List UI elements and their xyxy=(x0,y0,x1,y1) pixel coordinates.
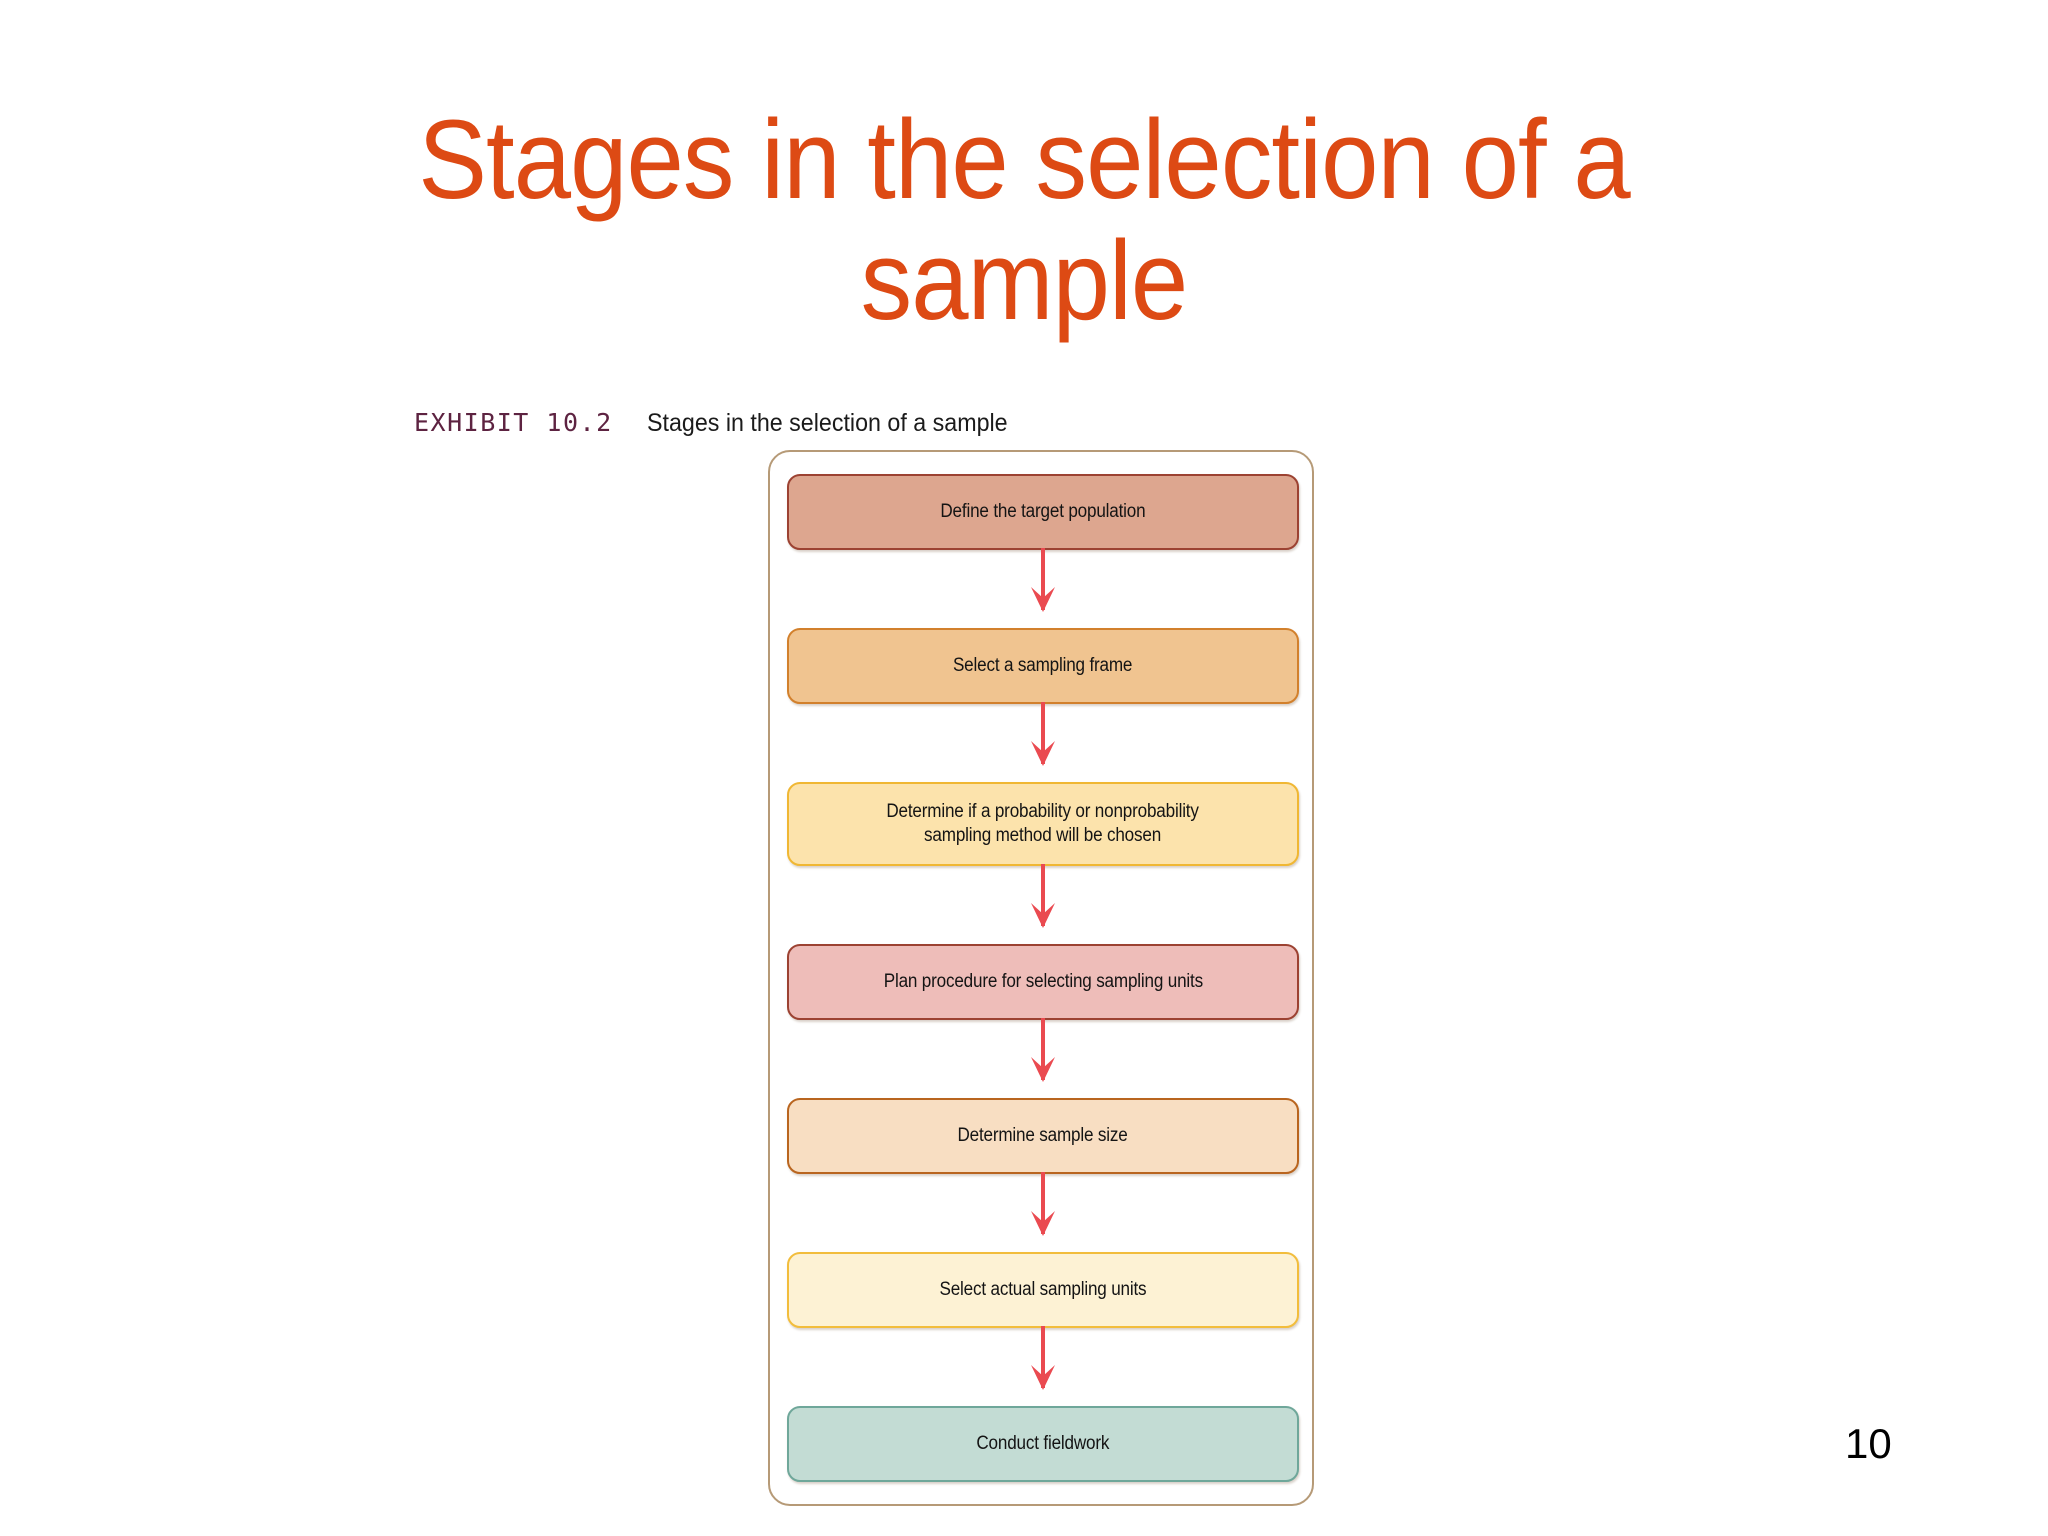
page-title: Stages in the selection of a sample xyxy=(418,97,1630,343)
flow-arrow-down-icon xyxy=(787,548,1299,628)
flowchart-box-label: Determine sample size xyxy=(957,1124,1129,1146)
flowchart-step-3: Determine if a probability or nonprobabi… xyxy=(787,782,1299,866)
flowchart-box: Plan procedure for selecting sampling un… xyxy=(787,944,1299,1020)
flowchart-step-1: Define the target population xyxy=(787,474,1299,550)
flow-arrow-down-icon xyxy=(787,1326,1299,1406)
flowchart-box-label: Define the target population xyxy=(940,500,1146,522)
flowchart-step-2: Select a sampling frame xyxy=(787,628,1299,704)
flowchart-box: Select a sampling frame xyxy=(787,628,1299,704)
flowchart-step-5: Determine sample size xyxy=(787,1098,1299,1174)
flowchart-box-label: Select actual sampling units xyxy=(939,1278,1147,1300)
exhibit-label: EXHIBIT 10.2 xyxy=(414,408,613,437)
flow-arrow-down-icon xyxy=(787,702,1299,782)
flow-arrow-down-icon xyxy=(787,864,1299,944)
flow-arrow-down-icon xyxy=(787,1018,1299,1098)
flowchart-step-6: Select actual sampling units xyxy=(787,1252,1299,1328)
exhibit-caption: EXHIBIT 10.2 Stages in the selection of … xyxy=(414,408,1114,444)
page-number: 10 xyxy=(1845,1420,1892,1467)
flowchart-box: Conduct fieldwork xyxy=(787,1406,1299,1482)
flowchart-box-label: Select a sampling frame xyxy=(953,654,1133,676)
flowchart-box: Determine if a probability or nonprobabi… xyxy=(787,782,1299,866)
exhibit-subtitle: Stages in the selection of a sample xyxy=(646,409,1008,437)
flowchart-box: Define the target population xyxy=(787,474,1299,550)
flowchart-step-7: Conduct fieldwork xyxy=(787,1406,1299,1482)
flowchart-box-label: Conduct fieldwork xyxy=(976,1432,1110,1454)
flowchart-box-label: Plan procedure for selecting sampling un… xyxy=(883,970,1203,992)
flowchart-box: Determine sample size xyxy=(787,1098,1299,1174)
flowchart-step-4: Plan procedure for selecting sampling un… xyxy=(787,944,1299,1020)
flowchart-box-label: Determine if a probability or nonprobabi… xyxy=(886,800,1200,846)
flowchart-box: Select actual sampling units xyxy=(787,1252,1299,1328)
flow-arrow-down-icon xyxy=(787,1172,1299,1252)
